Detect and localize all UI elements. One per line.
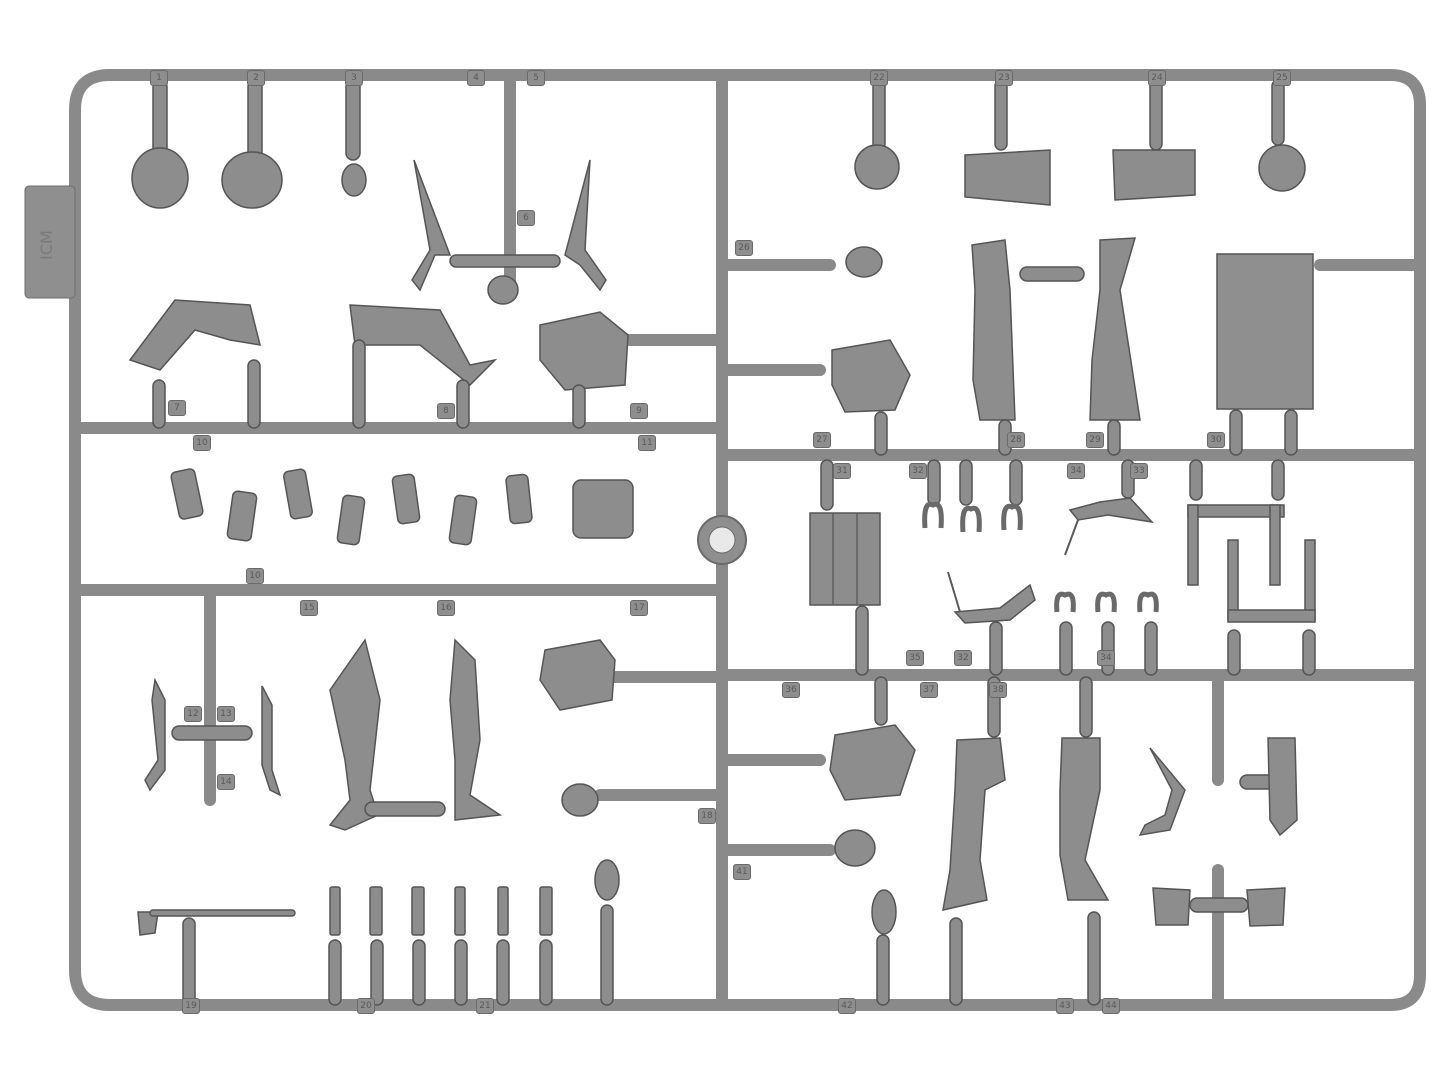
part-tag-36: 36 [782,682,800,698]
part-tag-32a: 32 [909,463,927,479]
part-tag-10a: 10 [193,435,211,451]
parts [128,79,1316,1006]
sprue-runners [69,69,1426,1011]
part-tag-16: 16 [437,600,455,616]
part-tag-1: 1 [150,70,168,86]
part-tag-20: 20 [357,998,375,1014]
part-tag-4: 4 [467,70,485,86]
part-tag-23: 23 [995,70,1013,86]
part-tag-34b: 34 [1097,650,1115,666]
part-tag-15: 15 [300,600,318,616]
part-tag-7: 7 [168,400,186,416]
part-tag-22: 22 [870,70,888,86]
part-tag-11: 11 [638,435,656,451]
center-ring-hole [708,526,736,554]
part-tag-38: 38 [989,682,1007,698]
part-tag-34a: 34 [1067,463,1085,479]
part-tag-32b: 32 [954,650,972,666]
part-tag-10b: 10 [246,568,264,584]
part-tag-21: 21 [476,998,494,1014]
part-tag-5: 5 [527,70,545,86]
part-tag-24: 24 [1148,70,1166,86]
part-tag-18: 18 [698,808,716,824]
part-tag-27: 27 [813,432,831,448]
part-tag-8: 8 [437,403,455,419]
part-tag-12: 12 [184,706,202,722]
part-tag-25: 25 [1273,70,1291,86]
part-tag-9: 9 [630,403,648,419]
part-tag-44: 44 [1102,998,1120,1014]
part-tag-30: 30 [1207,432,1225,448]
part-tag-14: 14 [217,774,235,790]
part-tag-35: 35 [906,650,924,666]
part-tag-41: 41 [733,864,751,880]
part-tag-31: 31 [833,463,851,479]
part-tag-43: 43 [1056,998,1074,1014]
part-tag-3: 3 [345,70,363,86]
part-tag-28: 28 [1007,432,1025,448]
logo-text: ICM [37,230,56,260]
part-tag-2: 2 [247,70,265,86]
part-tag-29: 29 [1086,432,1104,448]
part-tag-19: 19 [182,998,200,1014]
logo-tab [24,185,76,299]
part-tag-37: 37 [920,682,938,698]
part-tag-26: 26 [735,240,753,256]
part-tag-13: 13 [217,706,235,722]
part-tag-17: 17 [630,600,648,616]
part-tag-6: 6 [517,210,535,226]
part-tag-33: 33 [1130,463,1148,479]
part-tag-42: 42 [838,998,856,1014]
